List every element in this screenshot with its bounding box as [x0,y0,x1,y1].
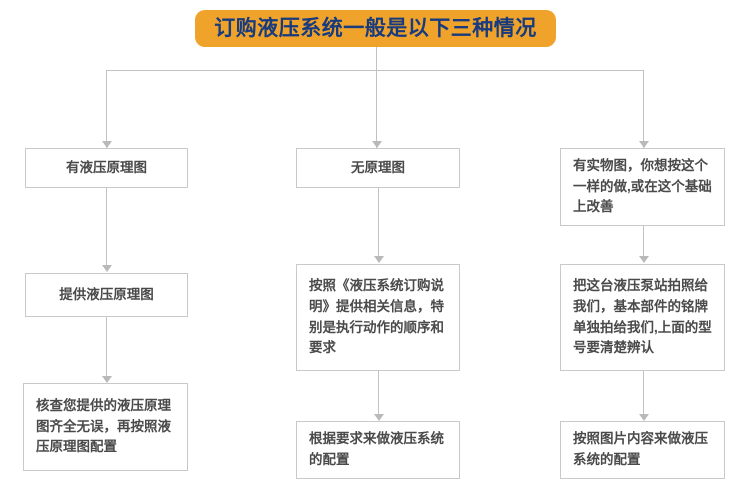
arrowhead-branch1-step2 [102,265,112,272]
arrowhead-to-branch1-step1 [102,141,112,148]
arrowhead-branch2-step2 [374,256,384,263]
branch1-step2-label: 提供液压原理图 [59,286,154,302]
connector-bus-left-drop [106,70,107,148]
branch3-step3-label: 按照图片内容来做液压系统的配置 [573,431,708,467]
branch2-step3-label: 根据要求来做液压系统的配置 [309,431,444,467]
branch1-step3-label: 核查您提供的液压原理图齐全无误，再按照液压原理图配置 [36,397,171,455]
arrowhead-to-branch3-step1 [639,141,649,148]
connector-branch2-step2-to-step3 [378,371,379,415]
branch2-step1-label: 无原理图 [351,159,405,175]
branch1-step1-box[interactable]: 有液压原理图 [25,148,188,188]
branch3-step2-box[interactable]: 把这台液压泵站拍照给我们，基本部件的铭牌单独拍给我们,上面的型号要清楚辨认 [560,264,725,371]
branch1-step2-box[interactable]: 提供液压原理图 [25,273,188,317]
flowchart-title-banner: 订购液压系统一般是以下三种情况 [195,10,556,47]
arrowhead-branch2-step3 [374,414,384,421]
connector-branch2-step1-to-step2 [378,188,379,257]
connector-bus-right-drop [643,70,644,148]
page-title: 订购液压系统一般是以下三种情况 [214,17,537,40]
branch3-step1-box[interactable]: 有实物图，你想按这个一样的做,或在这个基础上改善 [560,148,725,226]
connector-branch3-step2-to-step3 [643,371,644,415]
connector-bus-horizontal [106,70,644,71]
branch2-step2-box[interactable]: 按照《液压系统订购说明》提供相关信息，特别是执行动作的顺序和要求 [296,264,460,371]
arrowhead-branch3-step3 [639,414,649,421]
arrowhead-branch3-step2 [639,256,649,263]
branch2-step2-label: 按照《液压系统订购说明》提供相关信息，特别是执行动作的顺序和要求 [309,277,444,356]
connector-branch1-step1-to-step2 [106,188,107,266]
connector-title-stem [376,47,377,148]
connector-branch1-step2-to-step3 [106,317,107,377]
branch2-step3-box[interactable]: 根据要求来做液压系统的配置 [296,421,460,479]
arrowhead-to-branch2-step1 [372,141,382,148]
branch3-step1-label: 有实物图，你想按这个一样的做,或在这个基础上改善 [573,157,712,215]
arrowhead-branch1-step3 [102,376,112,383]
branch3-step3-box[interactable]: 按照图片内容来做液压系统的配置 [560,421,725,479]
branch1-step1-label: 有液压原理图 [66,159,147,175]
branch2-step1-box[interactable]: 无原理图 [296,148,460,188]
branch3-step2-label: 把这台液压泵站拍照给我们，基本部件的铭牌单独拍给我们,上面的型号要清楚辨认 [573,277,712,356]
branch1-step3-box[interactable]: 核查您提供的液压原理图齐全无误，再按照液压原理图配置 [23,383,188,471]
connector-branch3-step1-to-step2 [643,226,644,257]
